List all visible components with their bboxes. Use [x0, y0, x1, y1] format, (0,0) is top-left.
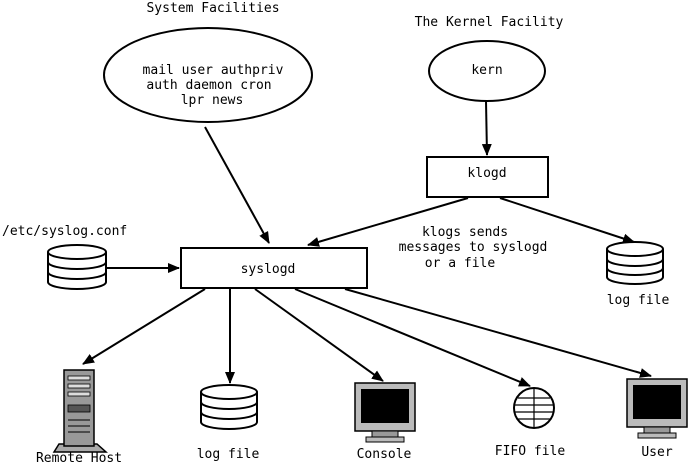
klogd-label: klogd — [467, 166, 506, 181]
fifo-file-label: FIFO file — [495, 444, 566, 459]
console-label: Console — [357, 447, 412, 462]
log-file-database-icon — [200, 384, 258, 430]
syslog-conf-label: /etc/syslog.conf — [2, 224, 127, 239]
server-icon — [52, 369, 108, 453]
syslogd-box: syslogd — [180, 247, 368, 289]
klogd-box: klogd — [426, 156, 549, 198]
arrows — [82, 100, 652, 387]
arrow-klogd-to-syslogd — [307, 197, 469, 247]
fifo-file-icon — [513, 387, 555, 429]
arrow-klogd-to-log-file — [499, 197, 635, 244]
klogd-log-file-label: log file — [607, 293, 670, 308]
kern-ellipse: kern — [428, 40, 546, 102]
system-facilities-line-3: lpr news — [181, 93, 244, 108]
user-label: User — [641, 445, 672, 460]
arrow-system-to-syslogd — [204, 126, 270, 244]
arrow-to-remote-host — [82, 288, 206, 365]
syslog-conf-database-icon — [47, 244, 107, 290]
klogd-note-line-2: messages to syslogd — [399, 240, 548, 255]
system-facilities-ellipse: mail user authpriv auth daemon cron lpr … — [103, 27, 313, 123]
user-monitor-icon — [626, 378, 688, 439]
system-facilities-line-1: mail user authpriv — [143, 63, 284, 78]
klogd-log-file-database-icon — [606, 241, 664, 285]
klogd-note-line-3: or a file — [425, 256, 496, 271]
klogd-note-line-1: klogs sends — [422, 225, 508, 240]
arrow-kern-to-klogd — [481, 100, 492, 156]
remote-host-label: Remote Host — [36, 451, 122, 466]
kern-label: kern — [471, 63, 502, 78]
arrow-to-fifo-file — [294, 288, 531, 387]
system-facilities-line-2: auth daemon cron — [146, 78, 271, 93]
system-facilities-heading: System Facilities — [146, 1, 279, 16]
arrow-to-user — [344, 288, 652, 378]
kernel-facility-heading: The Kernel Facility — [415, 15, 564, 30]
syslogd-label: syslogd — [241, 262, 296, 277]
console-monitor-icon — [354, 382, 416, 443]
arrow-to-console — [254, 288, 384, 382]
log-file-label: log file — [197, 447, 260, 462]
